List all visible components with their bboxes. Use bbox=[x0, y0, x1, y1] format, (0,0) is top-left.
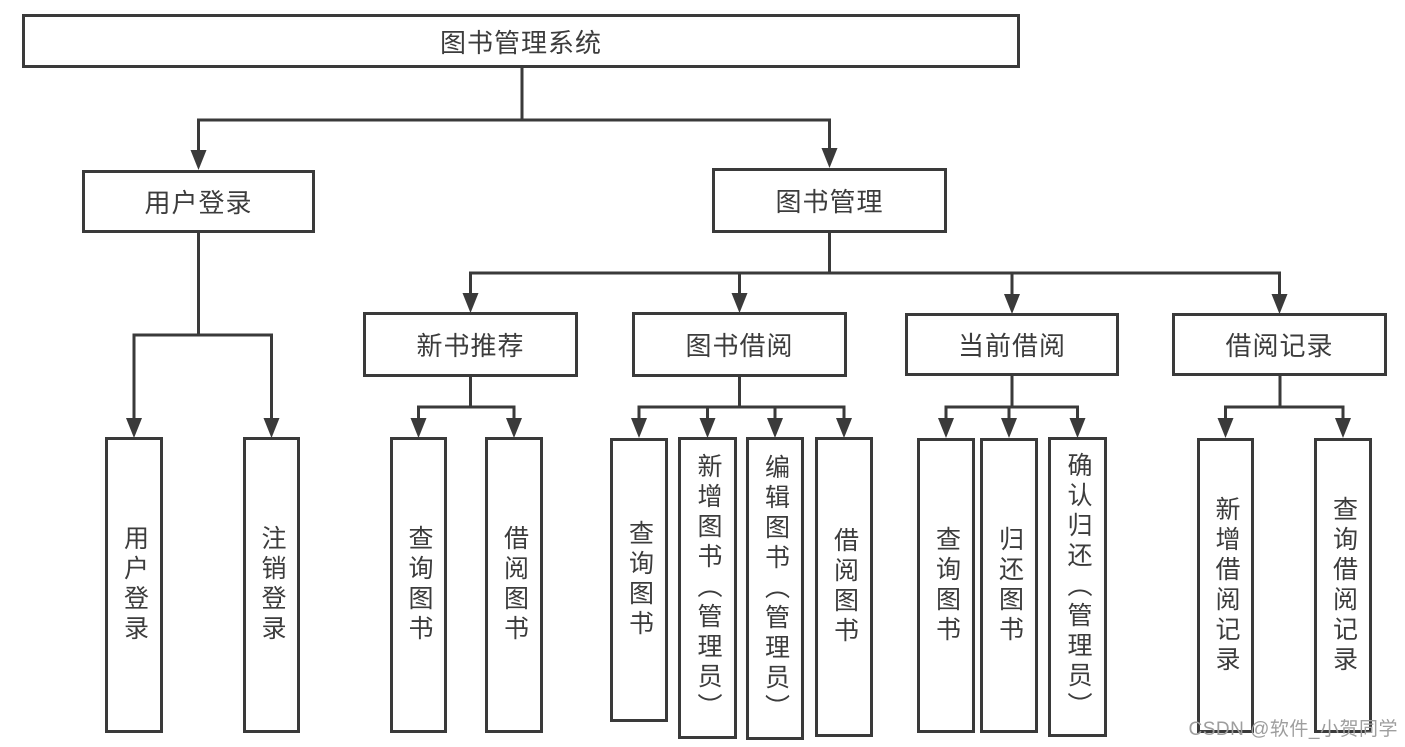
node-book-management: 图书管理 bbox=[712, 168, 947, 233]
leaf-label: 查询图书 bbox=[405, 525, 433, 645]
leaf-logout: 注销登录 bbox=[243, 437, 300, 733]
node-system-root: 图书管理系统 bbox=[22, 14, 1020, 68]
arrow-down-icon bbox=[1069, 418, 1086, 438]
leaf-label: 查询图书 bbox=[625, 520, 654, 640]
node-label: 当前借阅 bbox=[957, 331, 1066, 361]
arrow-down-icon bbox=[631, 418, 647, 438]
arrow-down-icon bbox=[462, 293, 479, 313]
arrow-down-icon bbox=[1217, 418, 1234, 438]
csdn-watermark: CSDN @软件_小贺同学 bbox=[1188, 719, 1398, 740]
arrow-down-icon bbox=[1001, 418, 1017, 438]
arrow-down-icon bbox=[126, 418, 142, 438]
leaf-borrow-book-1: 借阅图书 bbox=[485, 437, 543, 733]
connector-bookmgmt-to-level2 bbox=[469, 233, 1281, 294]
arrow-down-icon bbox=[699, 418, 716, 438]
leaf-query-book-3: 查询图书 bbox=[917, 438, 975, 733]
arrow-down-icon bbox=[836, 418, 852, 438]
arrow-down-icon bbox=[506, 418, 522, 438]
leaf-label: 确认归还（管理员） bbox=[1064, 452, 1092, 722]
arrow-down-icon bbox=[263, 418, 280, 438]
node-user-login: 用户登录 bbox=[82, 170, 315, 233]
leaf-label: 查询借阅记录 bbox=[1329, 495, 1358, 676]
arrow-down-icon bbox=[190, 150, 207, 170]
leaf-borrow-book-2: 借阅图书 bbox=[815, 437, 873, 737]
leaf-label: 借阅图书 bbox=[830, 527, 859, 647]
connector-borrow-to-leaves bbox=[637, 377, 846, 419]
connector-current-to-leaves bbox=[944, 376, 1079, 419]
leaf-add-borrow-record: 新增借阅记录 bbox=[1197, 438, 1254, 733]
node-borrow-record: 借阅记录 bbox=[1172, 313, 1387, 376]
node-label: 图书管理 bbox=[775, 187, 884, 217]
node-new-book-recommend: 新书推荐 bbox=[363, 312, 578, 377]
connector-record-to-leaves bbox=[1224, 376, 1345, 419]
node-label: 图书管理系统 bbox=[439, 27, 602, 58]
leaf-label: 编辑图书（管理员） bbox=[761, 453, 790, 724]
leaf-label: 借阅图书 bbox=[500, 525, 529, 645]
leaf-add-book-admin: 新增图书（管理员） bbox=[678, 437, 737, 739]
node-book-borrow: 图书借阅 bbox=[632, 312, 847, 377]
arrow-down-icon bbox=[1271, 294, 1288, 314]
arrowheads bbox=[126, 148, 1351, 438]
connector-userlogin-to-leaves bbox=[132, 233, 273, 419]
leaf-label: 查询图书 bbox=[932, 525, 961, 646]
leaf-query-book-2: 查询图书 bbox=[610, 438, 668, 722]
node-current-borrow: 当前借阅 bbox=[905, 313, 1119, 376]
connector-newrec-to-leaves bbox=[417, 377, 516, 419]
arrow-down-icon bbox=[410, 418, 427, 438]
node-label: 借阅记录 bbox=[1225, 331, 1334, 361]
connector-root-to-level1 bbox=[197, 68, 831, 151]
leaf-query-borrow-record: 查询借阅记录 bbox=[1314, 438, 1372, 733]
arrow-down-icon bbox=[1335, 418, 1351, 438]
leaf-query-book-1: 查询图书 bbox=[390, 437, 447, 733]
leaf-label: 新增借阅记录 bbox=[1212, 495, 1240, 676]
node-label: 图书借阅 bbox=[685, 331, 794, 361]
node-label: 新书推荐 bbox=[416, 331, 525, 361]
leaf-confirm-return-admin: 确认归还（管理员） bbox=[1048, 437, 1107, 737]
leaf-user-login: 用户登录 bbox=[105, 437, 163, 733]
arrow-down-icon bbox=[1004, 294, 1020, 314]
leaf-label: 归还图书 bbox=[995, 525, 1024, 646]
leaf-return-book: 归还图书 bbox=[980, 438, 1038, 733]
node-label: 用户登录 bbox=[144, 188, 253, 218]
arrow-down-icon bbox=[767, 418, 783, 438]
leaf-label: 用户登录 bbox=[120, 525, 149, 645]
arrow-down-icon bbox=[731, 293, 748, 313]
leaf-label: 新增图书（管理员） bbox=[694, 453, 722, 723]
arrow-down-icon bbox=[938, 418, 954, 438]
leaf-edit-book-admin: 编辑图书（管理员） bbox=[746, 437, 804, 740]
leaf-label: 注销登录 bbox=[258, 525, 286, 645]
arrow-down-icon bbox=[821, 148, 838, 168]
